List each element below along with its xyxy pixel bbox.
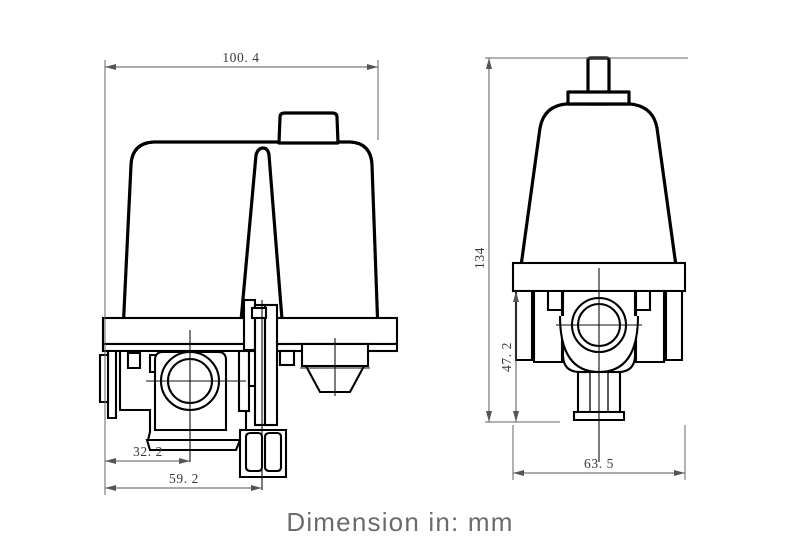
front-dim-text-offset-center: 32. 2 [133,444,163,459]
side-dim-arrow-47-bottom [513,411,519,422]
side-body-right-step [634,289,652,312]
front-dim-arrow-32-left [105,458,116,464]
front-dim-arrow-left [105,64,116,70]
front-right-block [278,349,296,367]
side-top-knob-collar [566,90,631,106]
front-dim-arrow-right [367,64,378,70]
side-body-left-step [546,289,564,312]
front-hex-nut-left-face [244,431,264,473]
side-dim-text-width: 63. 5 [584,456,614,471]
front-dim-arrow-32-right [179,458,190,464]
front-housing-shoulder-2 [126,351,142,370]
side-dim-text-base-height: 47. 2 [499,342,514,372]
front-top-boss [277,111,340,145]
front-dim-text-width: 100. 4 [222,50,259,65]
side-view-group: 134 47. 2 63. 5 [472,56,688,480]
side-dim-arrow-134-top [486,58,492,69]
front-mechanism-outer-left [98,353,110,404]
side-dim-arrow-63-right [674,470,685,476]
front-pillar-e [263,303,279,427]
side-body-right-wing [664,289,684,362]
side-dim-arrow-134-bottom [486,411,492,422]
front-housing-bottom-plate [145,438,242,452]
front-mechanism-body [106,349,118,420]
front-dim-arrow-59-right [251,485,262,491]
front-pillar-top-cap [250,306,268,320]
front-cover-inner-ridge [238,146,285,334]
side-dim-arrow-63-left [513,470,524,476]
front-view-group: 100. 4 32. 2 59. 2 [98,50,399,495]
front-pillar-d [253,303,267,427]
front-dim-arrow-59-left [105,485,116,491]
front-hex-nut-right-face [263,431,283,473]
side-dim-text-height: 134 [472,247,487,269]
drawing-caption: Dimension in: mm [286,507,513,537]
side-cover-outline [519,102,678,268]
side-dim-arrow-47-top [513,291,519,302]
front-dim-text-offset-port: 59. 2 [169,471,199,486]
